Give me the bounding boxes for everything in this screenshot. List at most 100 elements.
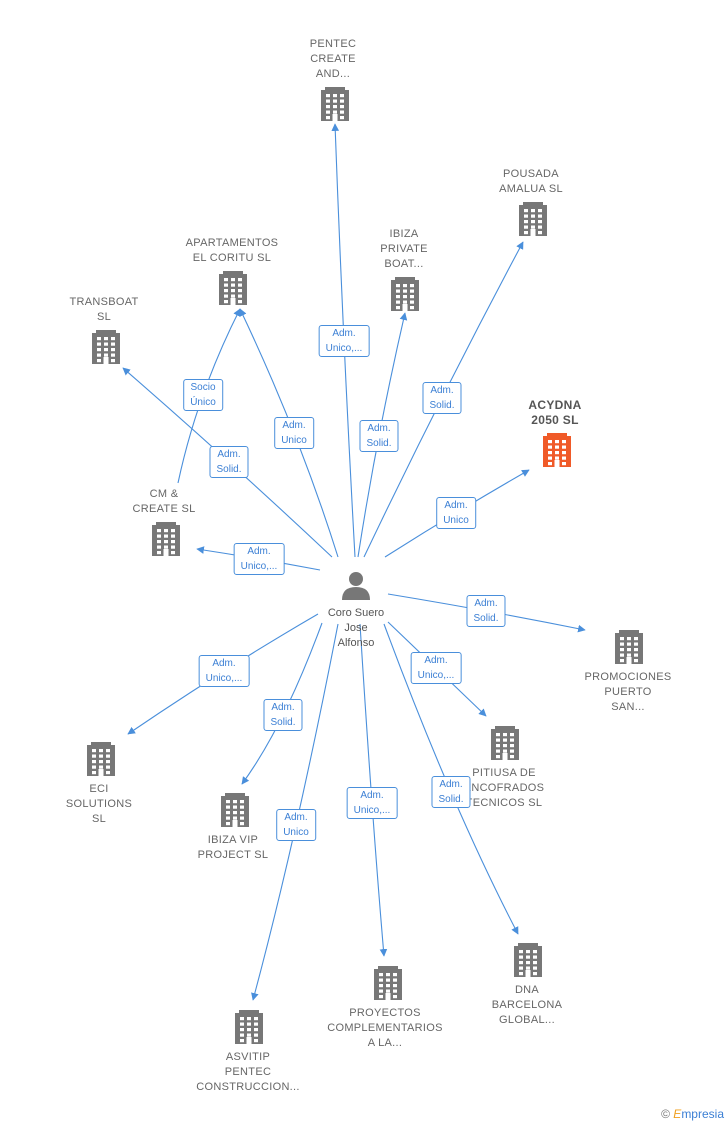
- edge-label-center-proyectos[interactable]: Adm. Unico,...: [346, 787, 398, 819]
- edge-label-line: Solid.: [216, 464, 242, 475]
- node-label-pentec[interactable]: PENTEC CREATE AND...: [258, 37, 408, 82]
- building-icon-eci[interactable]: [87, 742, 115, 776]
- edge-label-line: Unico,...: [240, 561, 278, 572]
- node-label-line: CM &: [149, 488, 179, 500]
- node-label-line: IBIZA VIP: [207, 834, 259, 846]
- building-icon-apartamentos[interactable]: [219, 271, 247, 305]
- node-label-line: SL: [91, 813, 107, 825]
- node-label-line: BOAT...: [384, 258, 424, 270]
- edge-label-center-pousada[interactable]: Adm. Solid.: [422, 382, 462, 414]
- node-label-line: CREATE: [310, 53, 356, 65]
- edge-label-line: Único: [190, 397, 216, 408]
- edge-label-line: Adm.: [474, 598, 498, 609]
- building-icon-pitiusa[interactable]: [491, 726, 519, 760]
- edge-label-line: Adm.: [284, 812, 308, 823]
- node-label-line: APARTAMENTOS: [185, 237, 279, 249]
- node-label-line: COMPLEMENTARIOS: [327, 1022, 443, 1034]
- edge-label-line: Solid.: [429, 400, 455, 411]
- building-icon-cm[interactable]: [152, 522, 180, 556]
- node-label-ibizaboat[interactable]: IBIZA PRIVATE BOAT...: [329, 227, 479, 272]
- edge-label-center-dna[interactable]: Adm. Solid.: [431, 776, 471, 808]
- node-label-line: ECI: [89, 783, 109, 795]
- node-label-line: TRANSBOAT: [69, 296, 139, 308]
- building-icon-ibizaboat[interactable]: [391, 277, 419, 311]
- node-label-line: PROMOCIONES: [584, 671, 672, 683]
- building-icon-proyectos[interactable]: [374, 966, 402, 1000]
- edge-label-center-ibizaboat[interactable]: Adm. Solid.: [359, 420, 399, 452]
- node-label-dna[interactable]: DNA BARCELONA GLOBAL...: [452, 983, 602, 1028]
- building-icon-pousada[interactable]: [519, 202, 547, 236]
- node-label-transboat[interactable]: TRANSBOAT SL: [29, 295, 179, 325]
- node-label-line: 2050 SL: [531, 413, 579, 427]
- building-icon-pentec[interactable]: [321, 87, 349, 121]
- edge-label-center-ibizavip[interactable]: Adm. Solid.: [263, 699, 303, 731]
- empresia-logo: © Empresia: [661, 1107, 724, 1121]
- building-icon-ibizavip[interactable]: [221, 793, 249, 827]
- node-label-ibizavip[interactable]: IBIZA VIP PROJECT SL: [158, 833, 308, 863]
- edge-label-line: Adm.: [360, 790, 384, 801]
- node-label-cm[interactable]: CM & CREATE SL: [89, 487, 239, 517]
- node-label-eci[interactable]: ECI SOLUTIONS SL: [24, 782, 174, 827]
- node-label-line: PENTEC: [309, 38, 357, 50]
- edge-label-center-pentec[interactable]: Adm.Unico,...: [318, 325, 370, 357]
- node-label-line: TECNICOS SL: [465, 797, 543, 809]
- edge-label-line: Solid.: [366, 438, 392, 449]
- node-label-line: GLOBAL...: [499, 1014, 555, 1026]
- edge-label-center-pitiusa[interactable]: Adm. Unico,...: [410, 652, 462, 684]
- node-label-line: IBIZA: [389, 228, 419, 240]
- edge-label-line: Adm.: [271, 702, 295, 713]
- edge-label-line: Solid.: [438, 794, 464, 805]
- edge-label-center-apartamentos[interactable]: Adm.Unico: [274, 417, 314, 449]
- edge-label-line: Adm.: [367, 423, 391, 434]
- building-icon-asvitip[interactable]: [235, 1010, 263, 1044]
- node-label-line: DNA: [514, 984, 540, 996]
- node-label-line: SL: [96, 311, 112, 323]
- building-icon-promociones[interactable]: [615, 630, 643, 664]
- node-label-line: PITIUSA DE: [472, 767, 536, 779]
- node-label-line: ASVITIP: [225, 1051, 271, 1063]
- node-label-line: AND...: [315, 68, 351, 80]
- edge-label-line: Unico,...: [417, 670, 455, 681]
- node-label-line: ACYDNA: [528, 398, 582, 412]
- edge-label-center-eci[interactable]: Adm. Unico,...: [198, 655, 250, 687]
- edge-label-line: Adm.: [217, 449, 241, 460]
- node-label-line: PENTEC: [224, 1066, 272, 1078]
- edge-label-center-asvitip[interactable]: Adm.Unico: [276, 809, 316, 841]
- edge-label-line: Solid.: [270, 717, 296, 728]
- edge-label-line: Adm.: [439, 779, 463, 790]
- edge-label-center-transboat[interactable]: Adm. Solid.: [209, 446, 249, 478]
- node-label-line: SOLUTIONS: [65, 798, 133, 810]
- building-icon-transboat[interactable]: [92, 330, 120, 364]
- center-name-line: Alfonso: [337, 637, 375, 649]
- building-icon-acydna[interactable]: [543, 433, 571, 467]
- node-label-line: POUSADA: [503, 168, 559, 180]
- node-label-line: BARCELONA: [491, 999, 563, 1011]
- edge-label-line: Unico,...: [353, 805, 391, 816]
- node-label-line: PRIVATE: [380, 243, 428, 255]
- building-icon-dna[interactable]: [514, 943, 542, 977]
- node-label-line: PROJECT SL: [197, 849, 269, 861]
- edge-label-center-promociones[interactable]: Adm. Solid.: [466, 595, 506, 627]
- edge-label-center-acydna[interactable]: Adm.Unico: [436, 497, 476, 529]
- center-name-line: Jose: [344, 622, 368, 634]
- edge-label-line: Unico: [281, 435, 307, 446]
- edge-label-center-cm[interactable]: Adm.Unico,...: [233, 543, 285, 575]
- edge-label-line: Adm.: [212, 658, 236, 669]
- edge-label-line: Unico: [443, 515, 469, 526]
- person-icon[interactable]: [342, 572, 370, 600]
- edge-label-line: Unico,...: [205, 673, 243, 684]
- edge-label-line: Adm.: [430, 385, 454, 396]
- node-label-line: CREATE SL: [132, 503, 196, 515]
- edge-label-line: Solid.: [473, 613, 499, 624]
- edge-label-line: Adm.: [424, 655, 448, 666]
